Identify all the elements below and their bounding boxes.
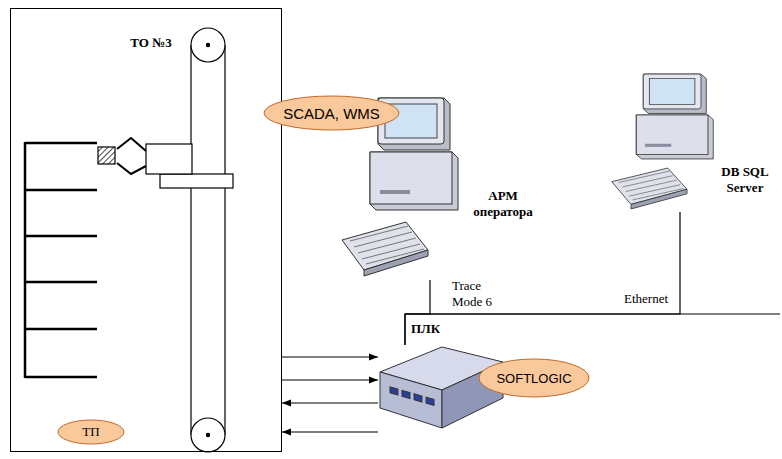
process-ellipse: ТП xyxy=(57,419,125,445)
ellipse-label: ТП xyxy=(82,424,99,440)
operator-workstation: АРМ оператора xyxy=(340,90,460,280)
database-server: DB SQL Server xyxy=(610,68,715,212)
computer-label: DB SQL Server xyxy=(716,164,774,195)
edge-label: Ethernet xyxy=(624,291,668,307)
ellipse-label: SCADA, WMS xyxy=(283,105,380,122)
software-ellipse: SCADA, WMS xyxy=(263,95,400,131)
computer-label: АРМ оператора xyxy=(466,188,540,219)
equipment-box: ТО №3 ТП xyxy=(10,8,282,452)
box-title: ТО №3 xyxy=(130,35,171,51)
signal-arrow xyxy=(282,431,378,432)
gripper xyxy=(98,138,233,188)
conveyor xyxy=(191,28,225,452)
software-ellipse: SOFTLOGIC xyxy=(478,358,590,398)
network-link xyxy=(405,212,680,345)
signal-arrow xyxy=(282,402,378,403)
edge-label: Trace Mode 6 xyxy=(452,278,508,309)
ellipse-label: SOFTLOGIC xyxy=(496,371,571,386)
plc-box: ПЛКSOFTLOGIC xyxy=(378,345,503,427)
signal-arrow xyxy=(282,379,378,380)
computer-icon xyxy=(612,74,714,209)
plc-device xyxy=(380,347,503,428)
signal-arrow xyxy=(282,356,378,357)
shelving xyxy=(25,142,97,378)
device-label: ПЛК xyxy=(411,321,440,337)
